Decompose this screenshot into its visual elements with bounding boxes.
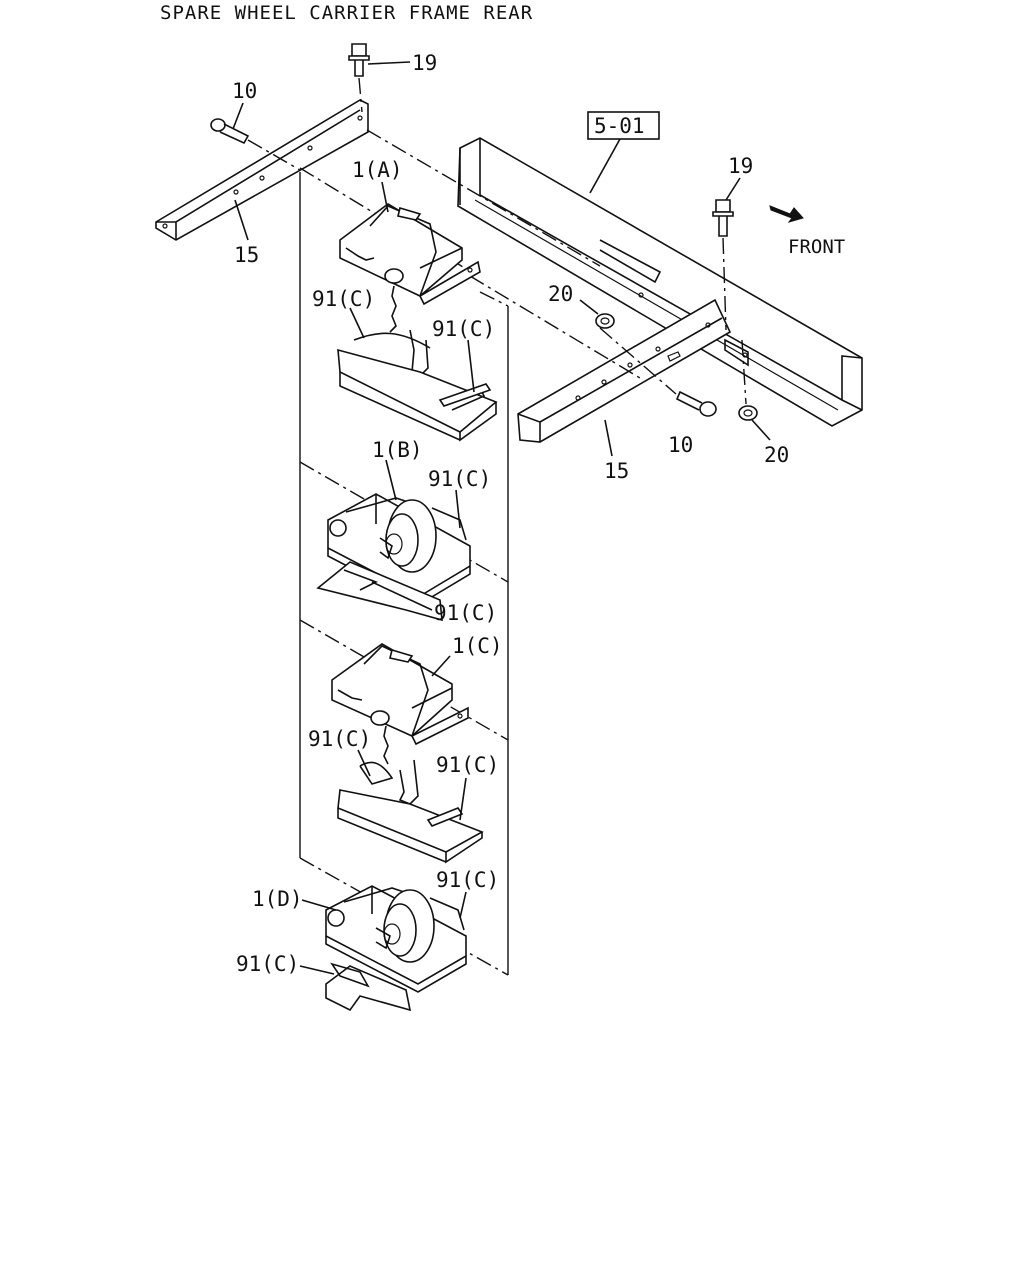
reference-label: 5-01 [594,114,645,138]
callout-91c-c-right: 91(C) [436,753,499,777]
reference-leader [589,138,621,194]
bolt-19-right[interactable] [712,199,734,237]
callout-91c-a-left: 91(C) [312,287,375,311]
callout-1d: 1(D) [252,887,303,911]
callout-91c-a-right: 91(C) [432,317,495,341]
front-label: FRONT [788,236,845,258]
callout-91c-d-upper: 91(C) [436,868,499,892]
reference-box[interactable]: 5-01 [587,111,660,140]
callout-20-upper: 20 [548,282,573,306]
callout-10-left: 10 [232,79,257,103]
front-arrow-icon [769,205,804,223]
bracket-right[interactable] [517,298,732,443]
bolt-19-left[interactable] [348,43,370,77]
callout-15-left: 15 [234,243,259,267]
callout-19-right: 19 [728,154,753,178]
callout-91c-b-lower: 91(C) [434,601,497,625]
carrier-1c[interactable] [331,643,484,864]
nut-20-lower[interactable] [738,405,758,421]
carrier-1a[interactable] [337,203,498,442]
callout-19-left: 19 [412,51,437,75]
callout-1c: 1(C) [452,634,503,658]
callout-91c-c-left: 91(C) [308,727,371,751]
callout-1a: 1(A) [352,158,403,182]
bolt-10-left[interactable] [210,118,250,145]
nut-20-upper[interactable] [595,313,615,329]
frame-rail [457,137,863,427]
bolt-10-right[interactable] [675,390,717,417]
callout-10-right: 10 [668,433,693,457]
diagram-title: SPARE WHEEL CARRIER FRAME REAR [160,2,534,24]
carrier-1d[interactable] [325,885,467,1012]
callout-91c-b-upper: 91(C) [428,467,491,491]
bracket-left[interactable] [155,99,369,241]
callout-91c-d-lower: 91(C) [236,952,299,976]
callout-20-lower: 20 [764,443,789,467]
callout-1b: 1(B) [372,438,423,462]
callout-15-right: 15 [604,459,629,483]
carrier-1b[interactable] [316,493,471,622]
